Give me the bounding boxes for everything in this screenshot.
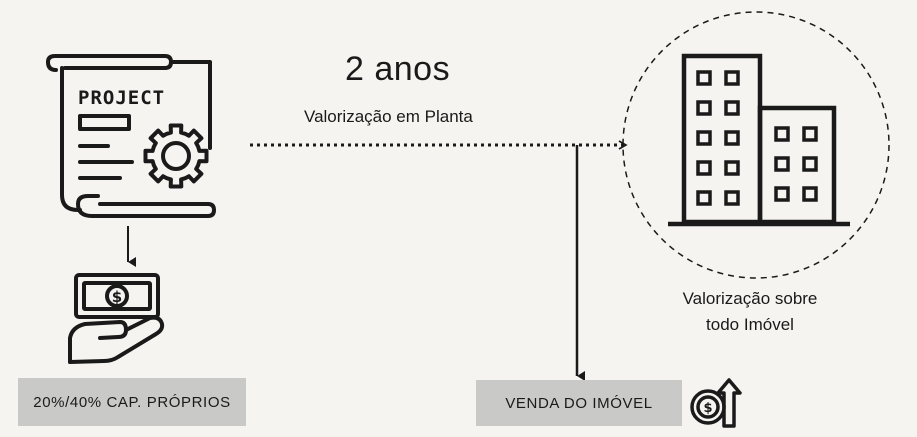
building-window [802,186,818,202]
building-icon [668,53,850,227]
equity-tag: 20%/40% CAP. PRÓPRIOS [18,378,246,426]
gear-icon [143,123,209,189]
building-window [724,190,740,206]
coin-symbol: $ [703,401,712,416]
building-window [774,186,790,202]
building-caption: Valorização sobre todo Imóvel [660,286,840,338]
building-window [696,190,712,206]
building-caption-line2: todo Imóvel [706,315,794,334]
valuation-dashed-circle [622,11,890,279]
building-window [696,70,712,86]
project-scroll-icon [46,54,216,218]
phase-label: Valorização em Planta [304,107,473,126]
building-window [696,130,712,146]
money-symbol: $ [112,288,122,306]
building-window [724,70,740,86]
building-window [724,130,740,146]
project-label: PROJECT [78,87,165,109]
building-window [696,160,712,176]
building-window [802,126,818,142]
money-hand-icon [68,273,165,364]
coin-growth-icon [690,378,742,428]
building-window [774,126,790,142]
building-window [724,160,740,176]
building-window [696,100,712,116]
building-window [724,100,740,116]
building-caption-line1: Valorização sobre [682,289,818,308]
building-window [802,156,818,172]
sale-tag: VENDA DO IMÓVEL [476,380,682,426]
building-window [774,156,790,172]
duration-label: 2 anos [345,50,451,88]
